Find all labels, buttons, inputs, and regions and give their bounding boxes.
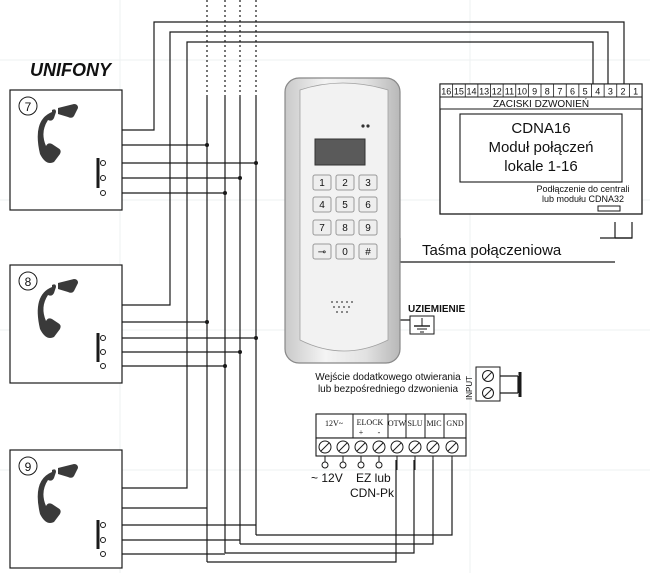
handset-8: 8	[9, 264, 123, 384]
key-bell: ⊸	[312, 243, 332, 260]
key-2: 2	[335, 174, 355, 191]
terminal-number-8: 8	[545, 87, 550, 97]
label-elock-minus: -	[378, 428, 381, 437]
svg-text:#: #	[365, 247, 371, 258]
key-0: 0	[335, 243, 355, 260]
speaker-grille-icon	[331, 301, 353, 313]
terminal-number-6: 6	[570, 87, 575, 97]
terminals-caption: ZACISKI DZWONIEŃ	[493, 97, 589, 110]
svg-text:3: 3	[365, 178, 371, 189]
terminal-number-15: 15	[454, 87, 464, 97]
terminal-number-16: 16	[441, 87, 451, 97]
key-4: 4	[312, 196, 332, 213]
ribbon-cable-label: Taśma połączeniowa	[422, 242, 562, 259]
key-6: 6	[358, 196, 378, 213]
module-line2: Moduł połączeń	[488, 139, 593, 156]
terminal-number-7: 7	[557, 87, 562, 97]
panel-display	[314, 138, 366, 166]
wiring	[103, 0, 633, 563]
terminal-number-2: 2	[621, 87, 626, 97]
svg-text:7: 7	[319, 223, 325, 234]
label-elock: ELOCK	[357, 418, 384, 427]
connection-note-1: Podłączenie do centrali	[536, 184, 629, 194]
handset-7-number: 7	[25, 100, 32, 114]
handset-8-number: 8	[25, 275, 32, 289]
label-gnd: GND	[446, 419, 464, 428]
label-elock-plus: +	[359, 428, 364, 437]
diagram-title: UNIFONY	[30, 60, 113, 80]
connection-note-2: lub modułu CDNA32	[542, 194, 624, 204]
lock-label-1: EZ lub	[356, 471, 391, 485]
svg-text:1: 1	[319, 178, 325, 189]
terminal-number-5: 5	[583, 87, 588, 97]
terminal-block: 12V~ ELOCK + - OTW SLU MIC GND ~ 12V EZ …	[311, 413, 467, 500]
module-name: CDNA16	[511, 120, 570, 137]
supply-label: ~ 12V	[311, 471, 343, 485]
key-3: 3	[358, 174, 378, 191]
input-note-1: Wejście dodatkowego otwierania	[315, 372, 461, 383]
svg-text:8: 8	[342, 223, 348, 234]
label-slu: SLU	[407, 419, 422, 428]
svg-text:0: 0	[342, 247, 348, 258]
keypad: 1 2 3 4 5 6 7 8 9 ⊸ 0 #	[312, 174, 378, 260]
key-8: 8	[335, 219, 355, 236]
key-7: 7	[312, 219, 332, 236]
handset-7: 7	[9, 89, 123, 211]
label-12v: 12V~	[325, 419, 344, 428]
ground-icon	[409, 315, 435, 335]
terminal-number-12: 12	[492, 87, 502, 97]
handset-9-number: 9	[25, 460, 32, 474]
phone-icon	[37, 464, 78, 523]
input-label: INPUT	[465, 376, 474, 400]
terminal-number-10: 10	[517, 87, 527, 97]
lock-label-2: CDN-Pk	[350, 486, 395, 500]
svg-text:9: 9	[365, 223, 371, 234]
ground-label: UZIEMIENIE	[408, 304, 466, 315]
label-otw: OTW	[388, 419, 407, 428]
svg-text:⊸: ⊸	[318, 247, 326, 258]
key-5: 5	[335, 196, 355, 213]
terminal-number-4: 4	[595, 87, 600, 97]
phone-icon	[37, 104, 78, 163]
svg-text:6: 6	[365, 200, 371, 211]
phone-icon	[37, 279, 78, 338]
door-panel: 1 2 3 4 5 6 7 8 9 ⊸ 0 #	[284, 77, 401, 364]
terminal-number-3: 3	[608, 87, 613, 97]
label-mic: MIC	[426, 419, 441, 428]
key-1: 1	[312, 174, 332, 191]
terminal-number-13: 13	[479, 87, 489, 97]
module-line3: lokale 1-16	[504, 158, 577, 175]
key-hash: #	[358, 243, 378, 260]
input-note-2: lub bezpośredniego dzwonienia	[318, 384, 459, 395]
screw-terminals	[318, 440, 459, 454]
input-terminal: INPUT	[465, 366, 501, 402]
terminal-number-11: 11	[505, 87, 514, 97]
svg-text:4: 4	[319, 200, 325, 211]
key-9: 9	[358, 219, 378, 236]
terminal-number-1: 1	[633, 87, 638, 97]
junction-dots	[205, 143, 258, 368]
terminal-number-9: 9	[532, 87, 537, 97]
handset-9: 9	[9, 449, 123, 569]
svg-text:5: 5	[342, 200, 348, 211]
terminal-number-14: 14	[467, 87, 477, 97]
svg-text:2: 2	[342, 178, 348, 189]
